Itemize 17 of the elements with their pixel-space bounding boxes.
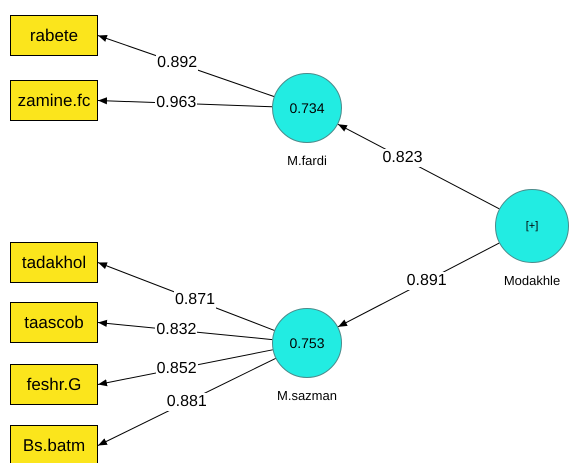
indicator-box: Bs.batm — [10, 425, 98, 463]
construct-name: M.sazman — [277, 388, 337, 403]
edge-label: 0.871 — [174, 290, 216, 309]
construct-name: Modakhle — [504, 273, 560, 288]
edge-label: 0.891 — [406, 272, 448, 290]
construct-name: M.fardi — [287, 153, 327, 168]
construct-circle: [+] — [495, 189, 569, 263]
indicator-box: rabete — [10, 15, 98, 56]
edge-label: 0.823 — [381, 149, 424, 168]
indicator-box: zamine.fc — [10, 80, 98, 121]
edge-label: 0.892 — [156, 54, 198, 72]
construct-circle: 0.734 — [272, 73, 342, 143]
edge-label: 0.881 — [166, 392, 208, 411]
indicator-box: taascob — [10, 302, 98, 343]
construct-circle: 0.753 — [272, 308, 342, 378]
indicator-box: tadakhol — [10, 242, 98, 283]
indicator-box: feshr.G — [10, 364, 98, 405]
